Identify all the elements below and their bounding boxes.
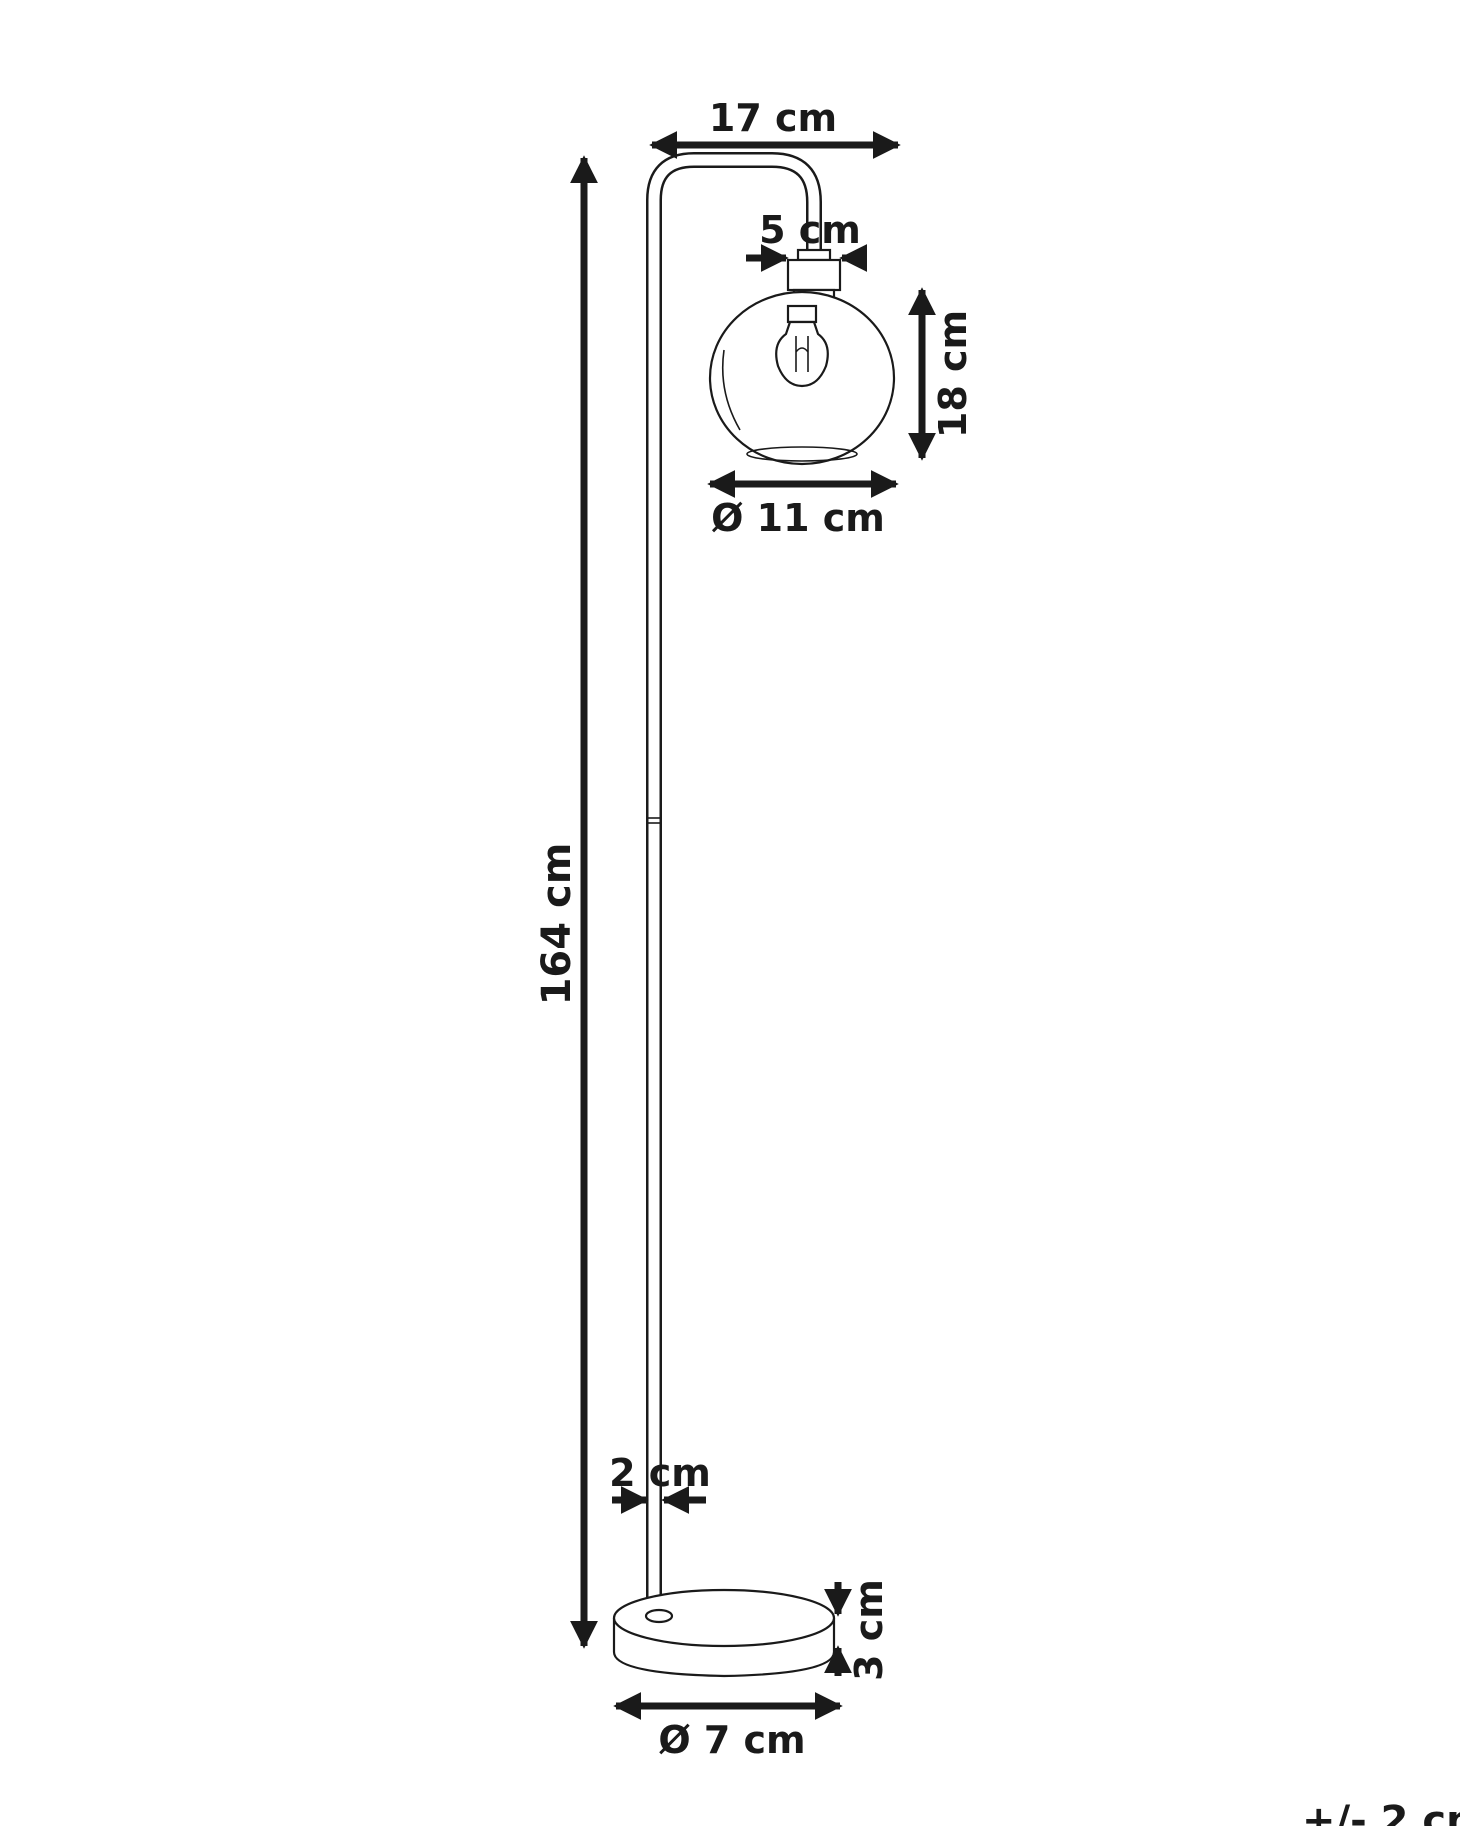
bulb-icon [775,320,829,388]
base-height-label: 3 cm [847,1579,891,1681]
dimension-labels: 17 cm 5 cm 18 cm Ø 11 cm 164 cm 2 cm 3 c… [534,96,1460,1826]
pole-foot [644,1608,674,1624]
lamp-base-top [612,1588,836,1648]
shade-diameter-label: Ø 11 cm [711,496,885,540]
bulb-filament [795,336,809,372]
shade-width-label: 17 cm [709,96,837,140]
lamp-socket [786,258,842,292]
glass-shade-highlight [721,349,741,431]
socket-width-label: 5 cm [759,208,861,252]
bulb-base [786,304,818,324]
shade-height-label: 18 cm [931,310,975,438]
lamp-drawing [612,152,896,1678]
total-height-label: 164 cm [534,843,580,1006]
lamp-pole-inner [648,154,820,1618]
tolerance-label: +/- 2 cm [1302,1798,1460,1826]
glass-shade-rim [746,446,858,462]
base-diameter-label: Ø 7 cm [658,1718,805,1762]
dimension-arrows [570,131,936,1720]
pole-width-label: 2 cm [609,1451,711,1495]
